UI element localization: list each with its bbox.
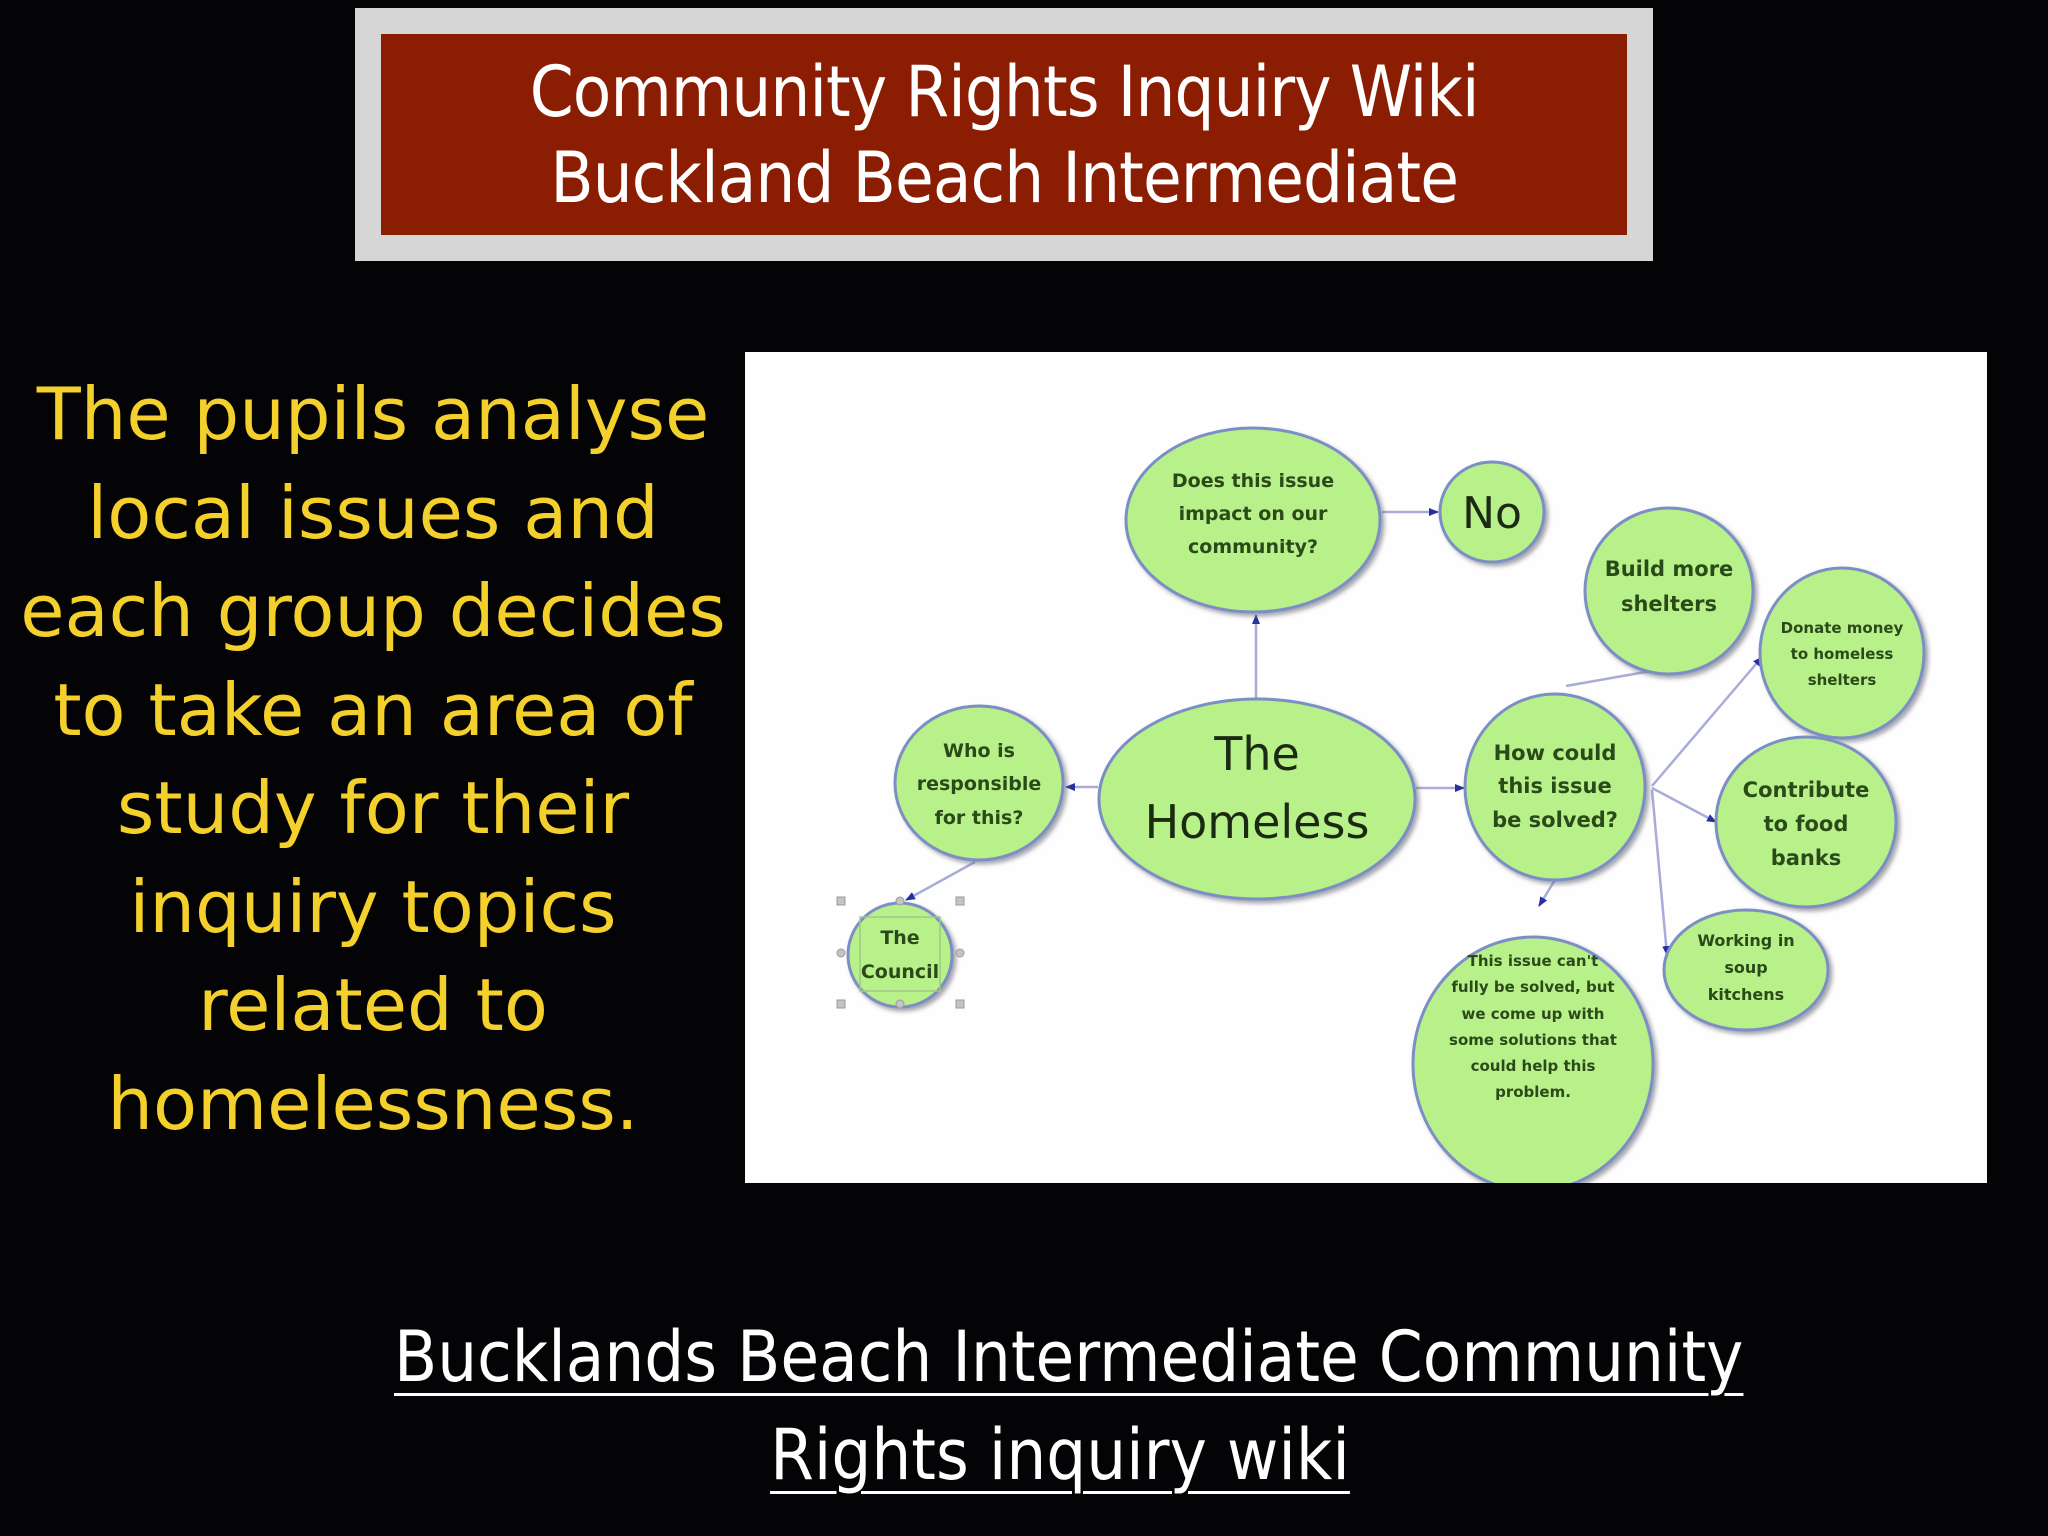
node-the-council: The Council — [836, 896, 965, 1009]
node-responsible-question: Who is responsible for this? — [893, 704, 1065, 862]
title-banner-inner: Community Rights Inquiry Wiki Buckland B… — [381, 34, 1627, 235]
node-text: community? — [1188, 536, 1318, 558]
node-text: shelters — [1621, 592, 1717, 616]
node-text: Contribute — [1743, 778, 1870, 802]
title-banner: Community Rights Inquiry Wiki Buckland B… — [355, 8, 1653, 261]
node-text: some solutions that — [1449, 1031, 1617, 1049]
node-food-banks: Contribute to food banks — [1714, 735, 1898, 909]
node-text: to food — [1764, 812, 1849, 836]
arrow-to-soup-kitchens — [1650, 789, 1671, 956]
wiki-link[interactable]: Bucklands Beach Intermediate Community R… — [320, 1308, 1800, 1504]
node-text: The — [1213, 727, 1300, 781]
description-line: homelessness. — [107, 1061, 639, 1146]
title-line-1: Community Rights Inquiry Wiki — [529, 50, 1480, 133]
node-text: this issue — [1498, 774, 1611, 798]
node-text: Who is — [943, 740, 1015, 762]
selection-handles — [836, 896, 965, 1009]
mind-map-image: Does this issue impact on our community?… — [745, 352, 1987, 1183]
node-text: This issue can't — [1468, 952, 1599, 970]
node-text: The — [880, 927, 919, 949]
node-soup-kitchens: Working in soup kitchens — [1662, 908, 1830, 1032]
arrow-to-council — [905, 860, 976, 902]
node-text: problem. — [1495, 1083, 1571, 1101]
description-line: local issues and — [87, 470, 659, 555]
node-text: Donate money — [1781, 619, 1904, 637]
connector-lines — [905, 508, 1763, 956]
title-line-2: Buckland Beach Intermediate — [550, 136, 1459, 219]
description-text: The pupils analyse local issues and each… — [20, 365, 726, 1153]
description-line: to take an area of — [53, 667, 693, 752]
node-text: Homeless — [1145, 795, 1370, 849]
node-text: to homeless — [1791, 645, 1894, 663]
node-text: fully be solved, but — [1451, 978, 1614, 996]
node-conclusion: This issue can't fully be solved, but we… — [1411, 935, 1655, 1183]
node-text: No — [1462, 488, 1522, 539]
node-central-the-homeless: The Homeless — [1097, 697, 1417, 901]
node-text: responsible — [917, 773, 1042, 795]
description-line: inquiry topics — [129, 864, 617, 949]
description-line: The pupils analyse — [36, 372, 710, 456]
node-text: Does this issue — [1172, 470, 1334, 492]
arrow-to-donate — [1651, 656, 1763, 787]
wiki-link-line-2[interactable]: Rights inquiry wiki — [770, 1414, 1350, 1496]
node-donate-money: Donate money to homeless shelters — [1758, 566, 1926, 740]
node-text: for this? — [935, 807, 1024, 829]
arrow-to-conclusion — [1537, 879, 1557, 907]
text-box-selection — [859, 916, 941, 992]
node-text: banks — [1771, 846, 1842, 870]
node-no: No — [1438, 460, 1546, 564]
node-text: Council — [861, 961, 939, 983]
arrow-to-food-banks — [1651, 786, 1717, 824]
mind-map-svg: Does this issue impact on our community?… — [836, 426, 1926, 1183]
description-line: each group decides — [20, 569, 726, 653]
node-text: shelters — [1808, 671, 1877, 689]
node-text: soup — [1724, 958, 1767, 977]
node-text: kitchens — [1708, 985, 1784, 1004]
node-text: be solved? — [1492, 808, 1618, 832]
node-solve-question: How could this issue be solved? — [1463, 692, 1647, 882]
node-text: impact on our — [1179, 503, 1328, 525]
description-line: related to — [198, 963, 548, 1047]
description-line: study for their — [116, 766, 630, 850]
node-text: Working in — [1697, 931, 1794, 950]
node-impact-question: Does this issue impact on our community? — [1124, 426, 1382, 614]
node-text: we come up with — [1462, 1005, 1605, 1023]
node-build-shelters: Build more shelters — [1583, 506, 1755, 676]
node-text: could help this — [1471, 1057, 1596, 1075]
node-text: How could — [1494, 741, 1617, 765]
wiki-link-line-1[interactable]: Bucklands Beach Intermediate Community — [394, 1316, 1744, 1398]
node-text: Build more — [1605, 557, 1734, 581]
